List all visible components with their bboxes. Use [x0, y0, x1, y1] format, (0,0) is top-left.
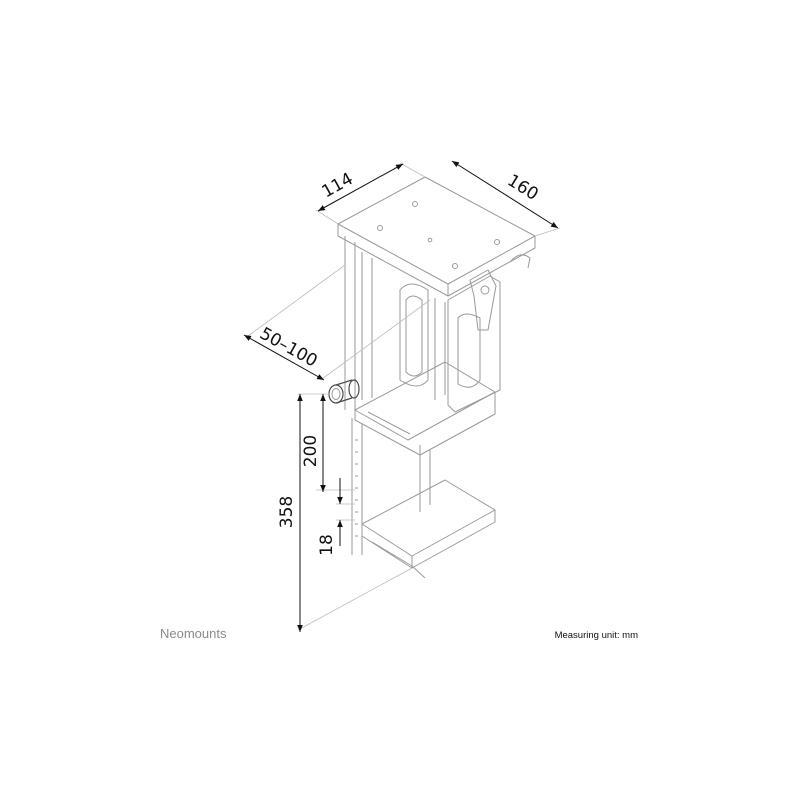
brand-name: Neomounts [160, 626, 227, 641]
bracket-drawing [328, 176, 536, 579]
dim-label-width: 160 [504, 171, 542, 205]
measuring-unit-note: Measuring unit: mm [554, 630, 638, 641]
dim-line-160 [451, 160, 559, 229]
lower-rails [351, 418, 431, 555]
extension-lines [247, 162, 561, 631]
dim-label-depth: 114 [319, 169, 357, 202]
side-clamp [399, 269, 501, 413]
dimension-lines [243, 160, 559, 632]
dim-label-slot-spacing: 18 [317, 534, 337, 556]
dim-line-114 [317, 163, 404, 212]
middle-shelf [354, 361, 496, 456]
left-frame [344, 236, 446, 410]
dim-label-height-segment: 200 [301, 435, 321, 467]
dimension-labels: 114 160 50–100 358 200 18 [256, 169, 542, 556]
bottom-tray [361, 479, 496, 579]
dim-line-50-100 [243, 334, 325, 381]
dim-label-height-max: 358 [277, 496, 297, 528]
adjustment-knob [328, 379, 360, 404]
